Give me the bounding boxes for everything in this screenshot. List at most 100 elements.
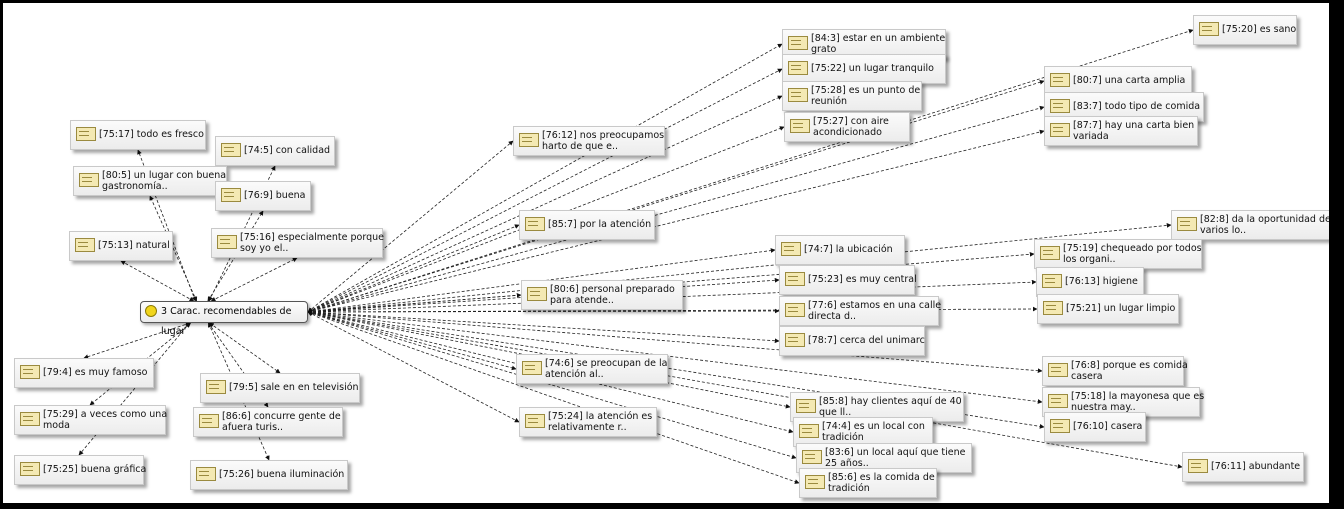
quotation-label: [76:13] higiene <box>1065 276 1138 287</box>
quotation-node[interactable]: [85:7] por la atención <box>519 210 655 240</box>
relation-link <box>78 322 190 456</box>
relation-link <box>307 223 1172 314</box>
code-node-center[interactable]: 3 Carac. recomendables de lugar <box>140 301 308 337</box>
quotation-label: [75:16] especialmente porque <box>240 232 384 243</box>
quotation-label: [75:21] un lugar limpio <box>1066 303 1176 314</box>
quotation-label: [75:28] es un punto de <box>811 85 921 96</box>
quotation-label-line2: varios lo.. <box>1200 225 1247 236</box>
quotation-label-line2: harto de que e.. <box>542 141 618 152</box>
quotation-label: [75:23] es muy central <box>808 274 917 285</box>
quotation-icon <box>20 412 40 426</box>
quotation-icon <box>79 173 99 187</box>
quotation-icon <box>75 238 95 252</box>
quotation-node[interactable]: [75:20] es sano <box>1193 15 1297 45</box>
quotation-node[interactable]: [75:26] buena iluminación <box>190 460 348 490</box>
quotation-icon <box>802 450 822 464</box>
quotation-label: [76:11] abundante <box>1211 461 1301 472</box>
quotation-label: [74:5] con calidad <box>244 145 331 156</box>
quotation-label-line2: casera <box>1071 371 1103 382</box>
quotation-node[interactable]: [74:5] con calidad <box>215 136 335 166</box>
quotation-node[interactable]: [79:4] es muy famoso <box>14 358 154 388</box>
quotation-icon <box>788 36 808 50</box>
quotation-label: [74:7] la ubicación <box>804 244 893 255</box>
quotation-label-line2: tradición <box>828 483 870 494</box>
quotation-icon <box>785 272 805 286</box>
quotation-label: [74:4] es un local con <box>822 421 925 432</box>
quotation-icon <box>1050 419 1070 433</box>
quotation-label-line2: atención al.. <box>545 369 604 380</box>
quotation-icon <box>20 365 40 379</box>
quotation-label: [75:20] es sano <box>1222 24 1297 35</box>
quotation-label-line2: 25 años.. <box>825 458 869 469</box>
quotation-label-line2: acondicionado <box>813 127 882 138</box>
quotation-label: [85:8] hay clientes aquí de 40 <box>819 396 962 407</box>
quotation-label: [75:29] a veces como una <box>43 409 168 420</box>
relation-link <box>307 224 520 313</box>
quotation-label: [82:8] da la oportunidad de <box>1200 214 1329 225</box>
quotation-label: [75:26] buena iluminación <box>219 469 345 480</box>
quotation-icon <box>790 119 810 133</box>
quotation-label: [85:7] por la atención <box>548 219 652 230</box>
quotation-node[interactable]: [78:7] cerca del unimarc <box>779 326 925 356</box>
quotation-node[interactable]: [75:23] es muy central <box>779 265 917 295</box>
code-sun-icon <box>145 305 157 317</box>
quotation-node[interactable]: [76:13] higiene <box>1036 267 1144 297</box>
quotation-node[interactable]: [75:25] buena gráfica <box>14 455 147 485</box>
quotation-label-line2: para atende.. <box>550 295 614 306</box>
quotation-icon <box>522 361 542 375</box>
quotation-icon <box>525 414 545 428</box>
quotation-label-line2: tradición <box>822 432 864 443</box>
code-label: 3 Carac. recomendables de lugar <box>161 306 292 337</box>
network-view-canvas: 3 Carac. recomendables de lugar [75:20] … <box>3 3 1329 503</box>
quotation-label: [83:7] todo tipo de comida <box>1073 101 1201 112</box>
quotation-icon <box>1048 363 1068 377</box>
quotation-node[interactable]: [75:17] todo es fresco <box>70 120 206 150</box>
quotation-node[interactable]: [76:11] abundante <box>1182 452 1304 482</box>
quotation-node[interactable]: [76:10] casera <box>1044 412 1146 442</box>
quotation-label: [75:18] la mayonesa que es <box>1071 391 1205 402</box>
quotation-label-line2: relativamente r.. <box>548 422 627 433</box>
quotation-label: [76:10] casera <box>1073 421 1143 432</box>
quotation-icon <box>1177 217 1197 231</box>
quotation-label: [75:24] la atención es <box>548 411 653 422</box>
quotation-label: [75:25] buena gráfica <box>43 464 147 475</box>
quotation-label: [77:6] estamos en una calle <box>808 300 942 311</box>
quotation-node[interactable]: [75:21] un lugar limpio <box>1037 294 1179 324</box>
quotation-node[interactable]: [75:22] un lugar tranquilo <box>782 54 946 84</box>
quotation-label-line2: grato <box>811 44 837 55</box>
quotation-icon <box>217 235 237 249</box>
relation-link <box>307 310 517 371</box>
quotation-icon <box>196 467 216 481</box>
relation-link <box>149 195 198 302</box>
relation-link <box>307 309 780 344</box>
quotation-icon <box>805 475 825 489</box>
quotation-icon <box>785 303 805 317</box>
quotation-node[interactable]: [75:13] natural <box>69 231 173 261</box>
quotation-icon <box>199 414 219 428</box>
quotation-label: [83:6] un local aquí que tiene <box>825 447 966 458</box>
quotation-icon <box>206 380 226 394</box>
quotation-node[interactable]: [79:5] sale en en televisión <box>200 373 360 403</box>
quotation-icon <box>1050 73 1070 87</box>
relation-link <box>307 311 800 484</box>
quotation-node[interactable]: [76:9] buena <box>215 181 311 211</box>
quotation-icon <box>221 188 241 202</box>
quotation-node[interactable]: [74:7] la ubicación <box>775 235 905 265</box>
